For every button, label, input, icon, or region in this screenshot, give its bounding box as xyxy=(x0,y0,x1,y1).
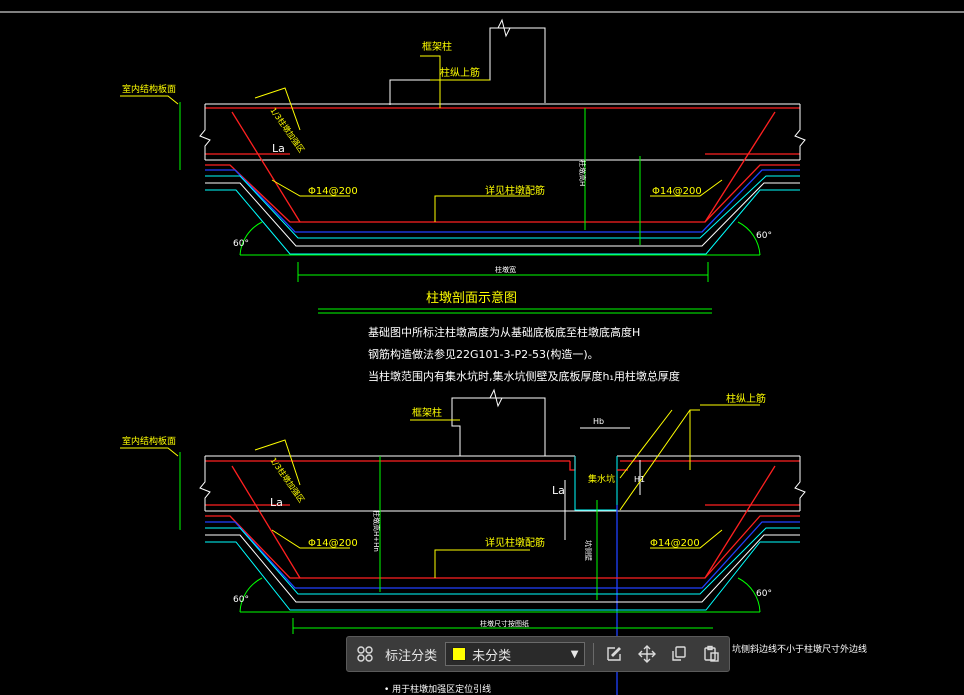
pit-outline xyxy=(574,456,618,511)
leader-rebar-right xyxy=(650,179,723,197)
drawing-title: 柱墩剖面示意图 xyxy=(426,290,517,306)
leader-diag-note xyxy=(254,87,301,131)
angle-arc-right-b xyxy=(737,577,761,613)
leader-rebar-left-b xyxy=(271,529,350,549)
leader-rebar-right-b xyxy=(650,529,723,549)
break-left-bottom xyxy=(199,456,211,511)
copy-icon[interactable] xyxy=(667,641,691,667)
red-bottom-rebar xyxy=(205,164,800,223)
red-bottom-rebar-b xyxy=(205,515,800,579)
grid-icon[interactable] xyxy=(353,641,377,667)
leader-detail-bar xyxy=(434,195,530,222)
break-left-top xyxy=(199,104,211,160)
diag-rebar-left-b xyxy=(231,465,301,579)
break-symbol-top xyxy=(490,18,545,38)
section-top: 框架柱 柱纵上筋 室内结构板面 1/3柱墩加强区 La Φ14@200 Φ14@… xyxy=(120,18,806,383)
label-angle-left-top: 60° xyxy=(233,239,249,249)
label-footer-note: • 用于柱墩加强区定位引线 xyxy=(384,683,491,695)
classify-select[interactable]: 未分类 ▼ xyxy=(445,642,586,666)
column-outline-bottom xyxy=(451,397,546,456)
annotation-toolbar: 标注分类 未分类 ▼ xyxy=(346,636,730,672)
label-dim-h-top: 柱墩高H xyxy=(578,160,587,186)
cyan-outline-2 xyxy=(205,189,800,255)
cyan-outline-1 xyxy=(205,175,800,239)
section-bottom: 框架柱 柱纵上筋 室内结构板面 1/3柱墩加强区 La La 集水坑 Hb H1… xyxy=(120,388,867,695)
label-slab-face-top: 室内结构板面 xyxy=(122,83,176,95)
toolbar-separator xyxy=(593,643,595,665)
note-line-3: 当柱墩范围内有集水坑时,集水坑侧壁及底板厚度h₁用柱墩总厚度 xyxy=(368,369,680,383)
break-right-bottom xyxy=(794,456,806,511)
label-dim-h-bottom: 柱墩高H+Hn xyxy=(372,510,381,552)
label-pit: 集水坑 xyxy=(588,473,615,485)
label-hb: Hb xyxy=(593,417,604,426)
label-h1: H1 xyxy=(634,475,645,484)
label-slab-face-bottom: 室内结构板面 xyxy=(122,435,176,447)
paste-icon[interactable] xyxy=(699,641,723,667)
edit-icon[interactable] xyxy=(602,641,626,667)
pit-red-left xyxy=(569,456,576,471)
blue-rebar-inner xyxy=(205,169,800,233)
leader-slab-face-b xyxy=(120,447,179,457)
white-outline xyxy=(205,182,800,247)
break-right-top xyxy=(794,104,806,160)
note-line-1: 基础图中所标注柱墩高度为从基础底板底至柱墩底高度H xyxy=(368,325,640,339)
label-rebar-left-bottom: Φ14@200 xyxy=(308,538,358,549)
leader-column xyxy=(420,55,441,108)
label-angle-right-bottom: 60° xyxy=(756,589,772,599)
diag-rebar-left xyxy=(231,111,301,223)
label-bar-top: 柱纵上筋 xyxy=(440,66,480,79)
diag-rebar-right xyxy=(704,111,776,223)
leader-detail-bar-b xyxy=(434,549,530,578)
label-detail-bar-bottom: 详见柱墩配筋 xyxy=(485,536,545,549)
label-column-top: 框架柱 xyxy=(422,40,452,53)
break-symbol-bottom xyxy=(452,388,545,408)
cyan-outline-b2 xyxy=(205,541,800,611)
chevron-down-icon: ▼ xyxy=(570,648,579,660)
label-la-bottom-l: La xyxy=(270,496,283,509)
note-line-2: 钢筋构造做法参见22G101-3-P2-53(构造一)。 xyxy=(368,347,599,361)
angle-arc-left xyxy=(239,221,263,256)
classify-label: 标注分类 xyxy=(385,648,438,664)
classify-selected-value: 未分类 xyxy=(472,648,512,664)
label-rebar-right-top: Φ14@200 xyxy=(652,186,702,197)
label-la-top: La xyxy=(272,142,285,155)
leader-diag-note-b xyxy=(254,439,301,486)
label-overflow-note: 坑侧斜边线不小于柱墩尺寸外边线 xyxy=(732,643,867,655)
diag-rebar-right-b xyxy=(704,465,776,579)
move-icon[interactable] xyxy=(635,641,659,667)
label-rebar-right-bottom: Φ14@200 xyxy=(650,538,700,549)
column-outline-top xyxy=(389,27,546,105)
label-side-note: 坑侧壁 xyxy=(584,540,593,561)
label-column-bottom: 框架柱 xyxy=(412,406,442,419)
blue-rebar-b xyxy=(205,521,800,589)
white-outline-b xyxy=(205,534,800,603)
cyan-outline-b1 xyxy=(205,527,800,595)
label-angle-left-bottom: 60° xyxy=(233,595,249,605)
angle-arc-left-b xyxy=(239,577,263,613)
label-angle-right-top: 60° xyxy=(756,231,772,241)
leader-slab-face xyxy=(120,95,179,105)
angle-arc-right xyxy=(737,221,761,256)
label-bar-bottom-right: 柱纵上筋 xyxy=(726,392,766,405)
leader-pit-diag2 xyxy=(619,409,673,479)
leader-rebar-left xyxy=(271,179,350,197)
color-swatch xyxy=(452,647,467,661)
label-detail-bar-top: 详见柱墩配筋 xyxy=(485,184,545,197)
label-la-bottom-pit: La xyxy=(552,484,565,497)
label-dim-width-top: 柱墩宽 xyxy=(495,265,516,274)
label-bottom-width: 柱墩尺寸按图纸 xyxy=(480,619,529,628)
label-rebar-left-top: Φ14@200 xyxy=(308,186,358,197)
